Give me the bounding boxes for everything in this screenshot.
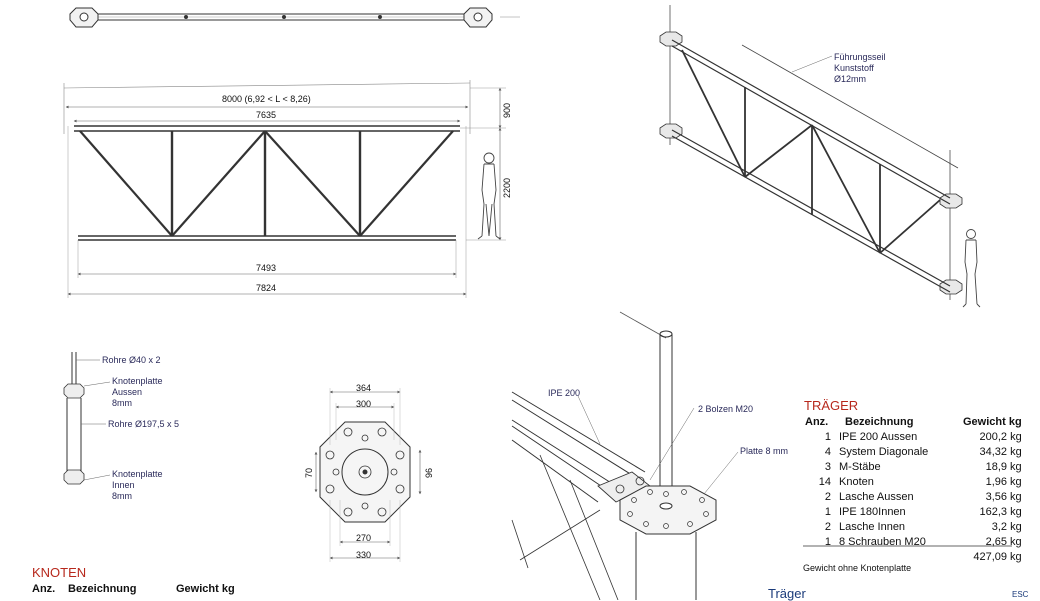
dim-plate-right: 96 [424, 467, 434, 478]
row-name: Knoten [839, 475, 874, 488]
table-row: 14 Knoten 1,96 kg [801, 474, 1026, 489]
traeger-note: Gewicht ohne Knotenplatte [803, 563, 912, 573]
row-weight: 34,32 kg [979, 445, 1022, 458]
header-qty: Anz. [805, 415, 829, 428]
callout-guide-rope-line3: Ø12mm [834, 74, 867, 84]
row-name: Lasche Innen [839, 520, 906, 533]
table-row: 2 Lasche Aussen 3,56 kg [801, 489, 1026, 504]
row-qty: 2 [824, 520, 831, 533]
row-weight: 162,3 kg [979, 505, 1022, 518]
dim-plate-outer: 364 [356, 383, 372, 393]
row-qty: 3 [824, 460, 831, 473]
knoten-table-title: KNOTEN [32, 565, 87, 580]
callout-guide-rope: Führungsseil Kunststoff Ø12mm [834, 52, 886, 85]
traeger-table: Anz. Bezeichnung Gewicht kg 1 IPE 200 Aus… [801, 414, 1026, 564]
dim-overall-span: 8000 (6,92 < L < 8,26) [222, 94, 311, 104]
table-row: 1 IPE 180Innen 162,3 kg [801, 504, 1026, 519]
callout-guide-rope-line1: Führungsseil [834, 52, 886, 62]
row-name: IPE 200 Aussen [839, 430, 918, 443]
truss-top-view [69, 7, 520, 28]
connection-perspective [511, 311, 739, 600]
knoten-header-weight: Gewicht kg [176, 583, 235, 595]
human-scale-figure [477, 152, 501, 240]
row-qty: 1 [824, 505, 831, 518]
row-qty: 1 [824, 535, 831, 548]
knoten-header-name: Bezeichnung [68, 583, 137, 595]
table-row: 1 8 Schrauben M20 2,65 kg [801, 534, 1026, 549]
callout-knot-inner-line1: Knotenplatte [112, 469, 163, 479]
table-row: 3 M-Stäbe 18,9 kg [801, 459, 1026, 474]
knoten-header-qty: Anz. [32, 583, 56, 595]
dim-height-total: 2200 [502, 177, 512, 198]
dim-plate-inner: 300 [356, 399, 372, 409]
callout-knot-outer-line2: Aussen [112, 387, 143, 397]
dim-plate-left: 70 [304, 467, 314, 478]
dim-bottom-chord: 7493 [256, 263, 277, 273]
table-row: 2 Lasche Innen 3,2 kg [801, 519, 1026, 534]
callout-ipe: IPE 200 [548, 388, 581, 398]
human-scale-figure-iso [962, 229, 981, 308]
callout-knot-inner: Knotenplatte Innen 8mm [112, 469, 163, 502]
callout-post-tube-large: Rohre Ø197,5 x 5 [108, 419, 180, 429]
callout-post-tube: Rohre Ø40 x 2 [102, 355, 161, 365]
row-weight: 2,65 kg [985, 535, 1022, 548]
table-row: 1 IPE 200 Aussen 200,2 kg [801, 429, 1026, 444]
callout-plate: Platte 8 mm [740, 446, 789, 456]
knot-plate-detail [314, 388, 422, 562]
truss-isometric-view [659, 5, 963, 300]
row-weight: 1,96 kg [985, 475, 1022, 488]
dim-height-top: 900 [502, 102, 512, 118]
dim-total-length: 7824 [256, 283, 277, 293]
dim-plate-bottom-outer: 330 [356, 550, 372, 560]
row-name: IPE 180Innen [839, 505, 906, 518]
callout-knot-inner-line3: 8mm [112, 491, 132, 501]
callout-bolts: 2 Bolzen M20 [698, 404, 754, 414]
header-weight: Gewicht kg [963, 415, 1022, 428]
row-weight: 200,2 kg [979, 430, 1022, 443]
row-qty: 1 [824, 430, 831, 443]
row-weight: 18,9 kg [985, 460, 1022, 473]
callout-knot-inner-line2: Innen [112, 480, 135, 490]
row-name: M-Stäbe [839, 460, 881, 473]
truss-elevation [63, 80, 506, 298]
header-name: Bezeichnung [845, 415, 914, 428]
dim-top-chord: 7635 [256, 110, 277, 120]
traeger-table-header: Anz. Bezeichnung Gewicht kg [801, 414, 1026, 429]
row-name: Lasche Aussen [839, 490, 914, 503]
post-detail [63, 352, 111, 485]
row-qty: 14 [818, 475, 831, 488]
dim-plate-bottom-inner: 270 [356, 533, 372, 543]
row-name: System Diagonale [839, 445, 929, 458]
row-qty: 2 [824, 490, 831, 503]
row-qty: 4 [824, 445, 831, 458]
row-name: 8 Schrauben M20 [839, 535, 926, 548]
row-weight: 3,2 kg [991, 520, 1022, 533]
page-title: Träger [768, 586, 806, 601]
callout-knot-outer-line1: Knotenplatte [112, 376, 163, 386]
callout-knot-outer-line3: 8mm [112, 398, 132, 408]
traeger-table-total-row: 427,09 kg [801, 549, 1026, 564]
row-weight: 3,56 kg [985, 490, 1022, 503]
traeger-table-title: TRÄGER [804, 398, 859, 413]
callout-knot-outer: Knotenplatte Aussen 8mm [112, 376, 163, 409]
table-row: 4 System Diagonale 34,32 kg [801, 444, 1026, 459]
traeger-total: 427,09 kg [973, 550, 1022, 563]
esc-button[interactable]: ESC [1012, 590, 1029, 599]
callout-guide-rope-line2: Kunststoff [834, 63, 874, 73]
